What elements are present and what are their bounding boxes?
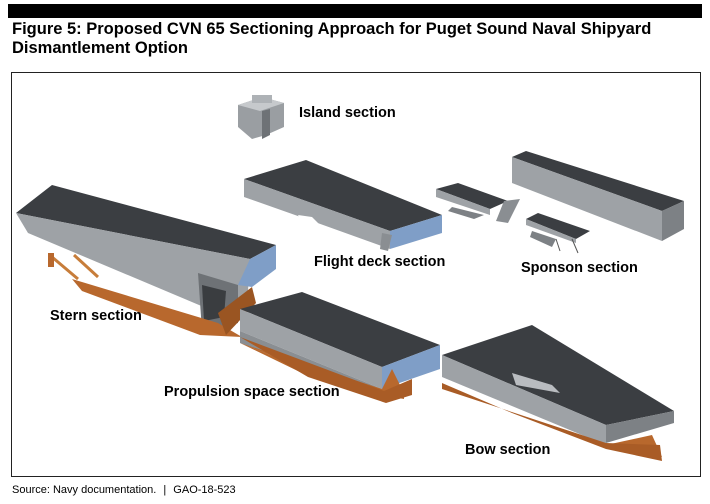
label-flight-deck-section: Flight deck section — [314, 254, 446, 270]
top-rule — [8, 4, 702, 18]
propulsion-space-section-shape — [240, 292, 440, 403]
report-id: GAO-18-523 — [173, 484, 236, 496]
diagram-frame: Island section Flight deck section Spons… — [11, 72, 701, 477]
stern-section-shape — [16, 185, 276, 337]
flight-deck-section-shape — [244, 160, 442, 251]
label-sponson-section: Sponson section — [521, 260, 638, 276]
figure-title-line-2: Dismantlement Option — [12, 39, 189, 57]
bow-section-shape — [442, 325, 674, 461]
source-note: Source: Navy documentation. | GAO-18-523 — [12, 484, 236, 496]
source-separator: | — [163, 484, 167, 496]
figure-title: Figure 5: Proposed CVN 65 Sectioning App… — [12, 20, 702, 58]
label-bow-section: Bow section — [465, 442, 551, 458]
sponson-section-shapes — [436, 151, 684, 254]
ship-sections-illustration — [16, 95, 684, 461]
figure-title-line-1: Figure 5: Proposed CVN 65 Sectioning App… — [12, 20, 652, 38]
label-stern-section: Stern section — [50, 308, 142, 324]
label-propulsion-space-section: Propulsion space section — [164, 384, 340, 400]
label-island-section: Island section — [299, 105, 396, 121]
source-text: Source: Navy documentation. — [12, 484, 157, 496]
island-section-shape — [238, 95, 284, 139]
